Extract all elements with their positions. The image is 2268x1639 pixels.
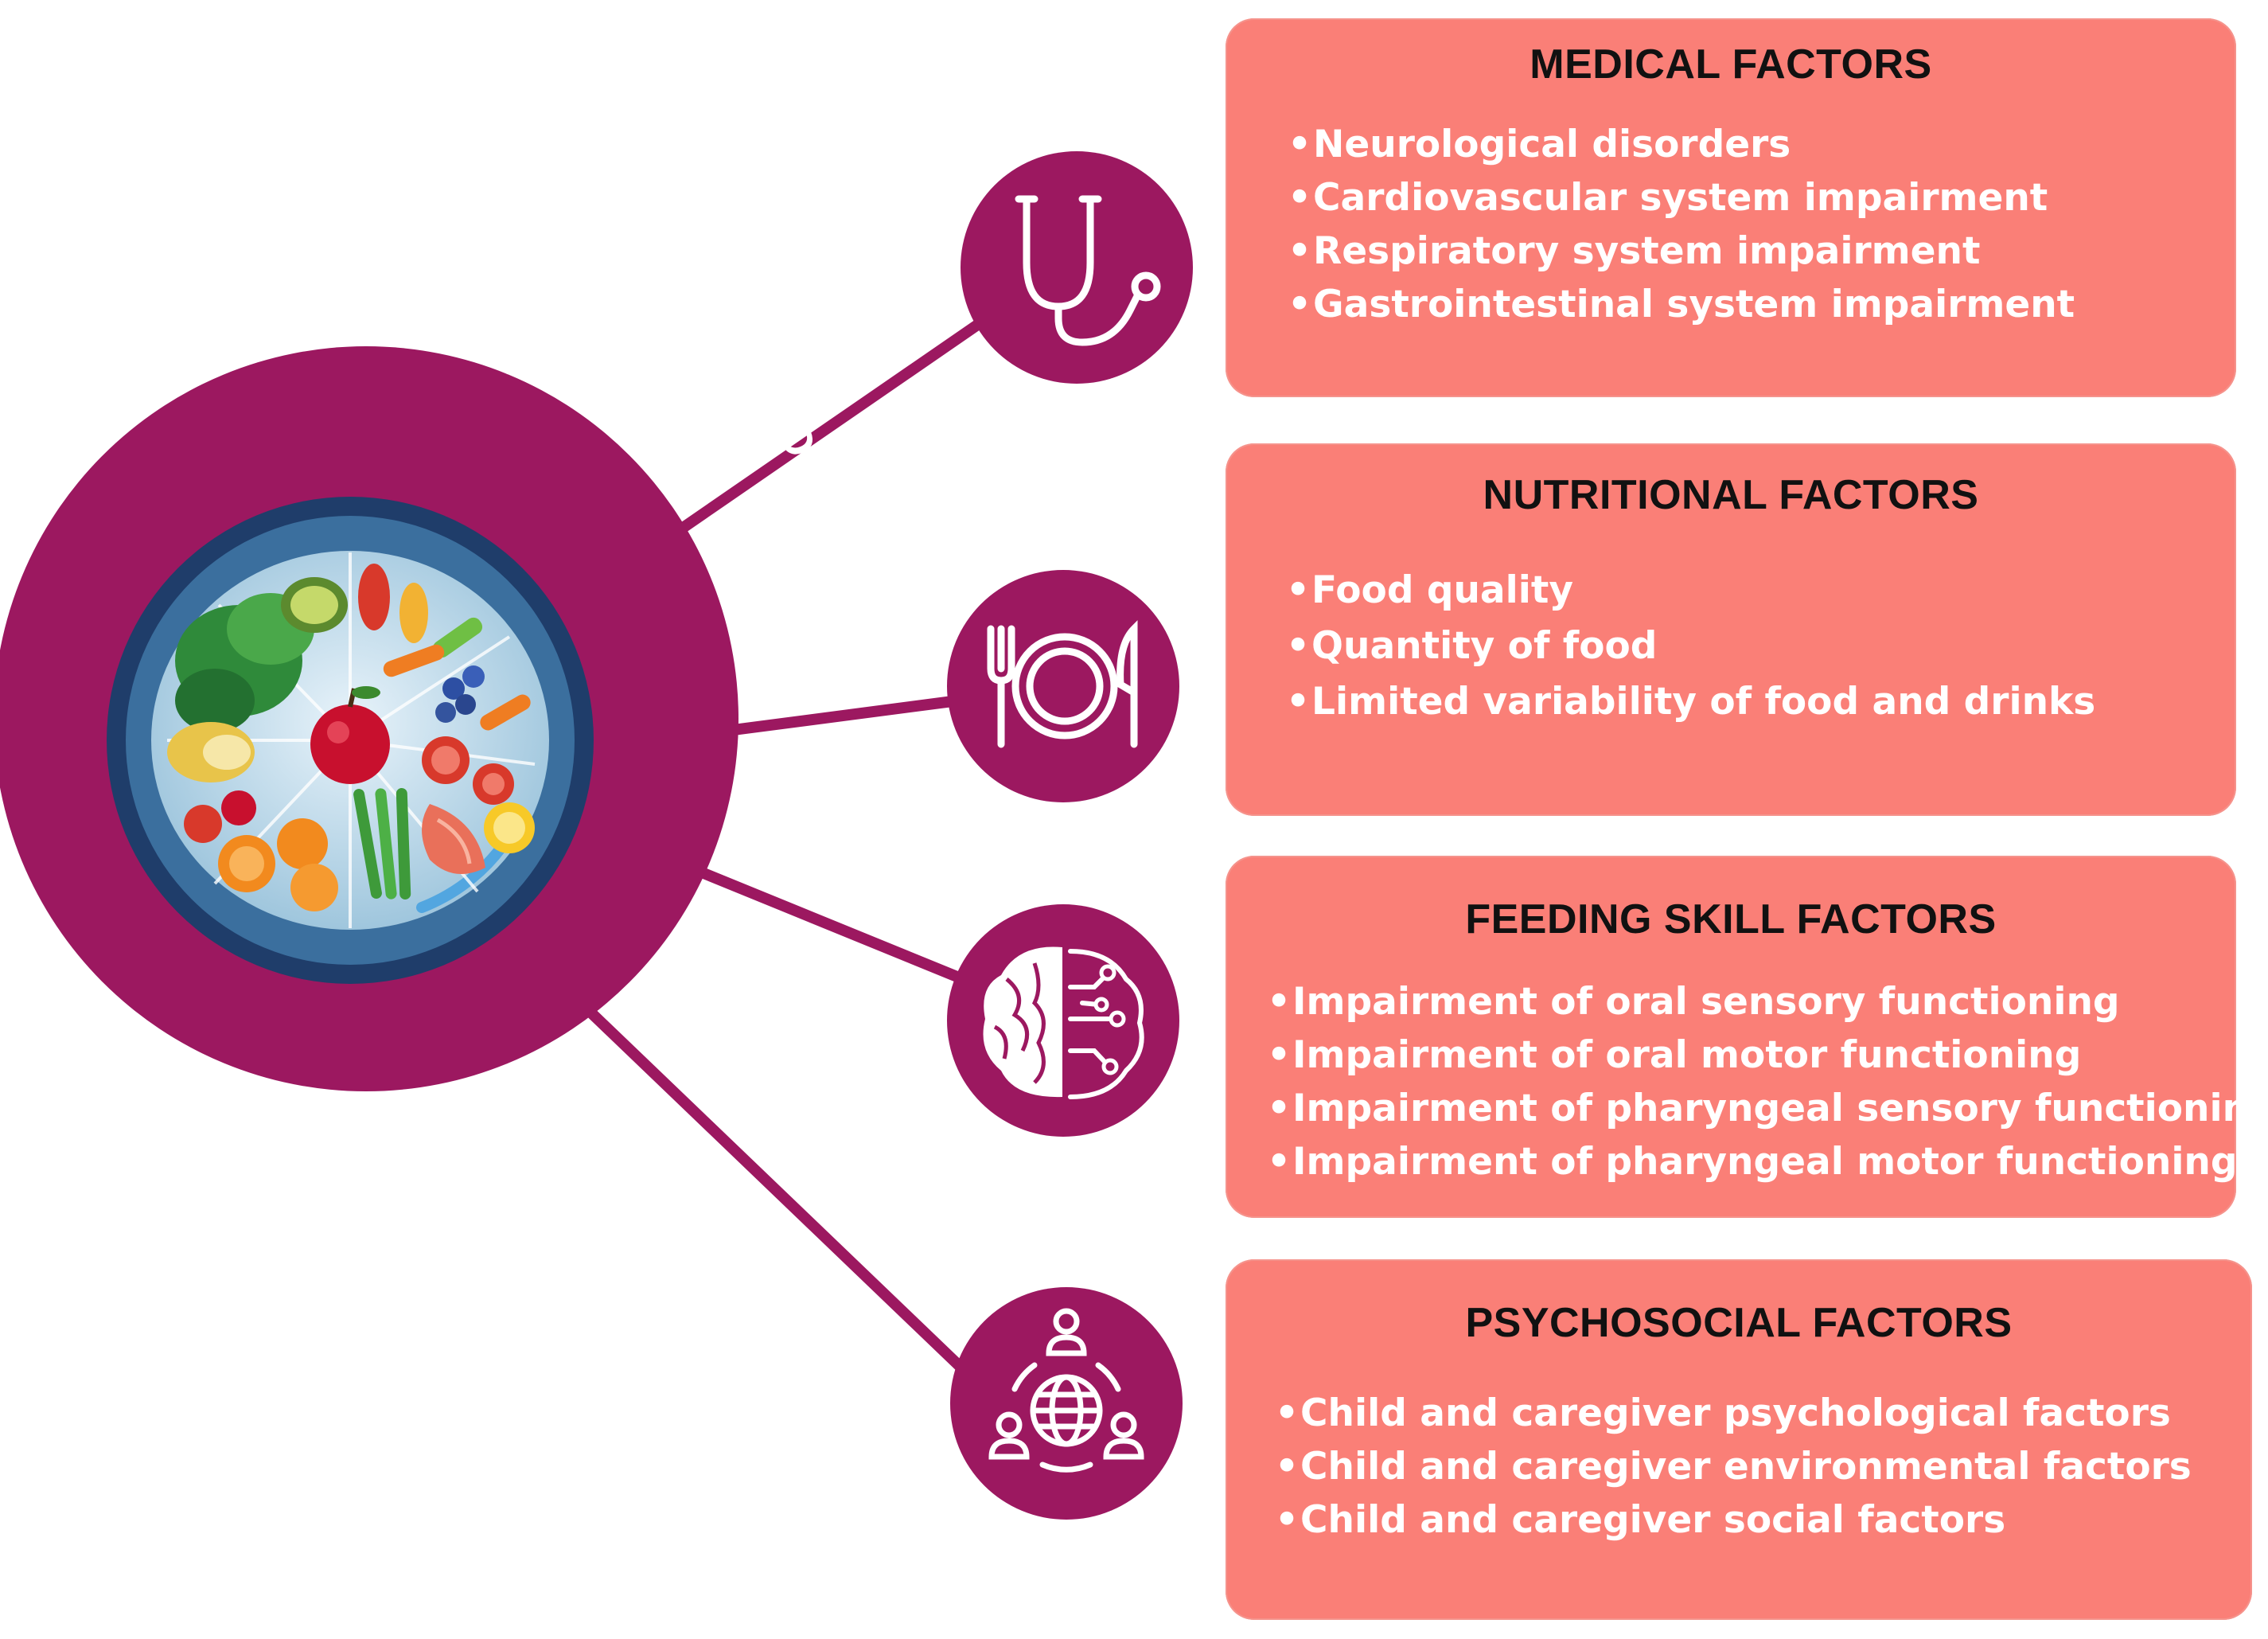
connector-psychosocial (575, 997, 972, 1379)
domain-item: Limited variability of food and drinks (1286, 674, 2095, 730)
domain-item: Child and caregiver social factors (1275, 1493, 2192, 1547)
domain-item-list: Food quality Quantity of food Limited va… (1286, 563, 2095, 730)
people-globe-icon (950, 1287, 1183, 1520)
domain-item: Food quality (1286, 563, 2095, 619)
domain-item: Gastrointestinal system impairment (1288, 278, 2075, 331)
domain-icons (947, 151, 1193, 1520)
domain-box-nutritional: NUTRITIONAL FACTORS Food quality Quantit… (1226, 443, 2236, 816)
domain-item-list: Neurological disorders Cardiovascular sy… (1288, 118, 2075, 331)
domain-item: Child and caregiver environmental factor… (1275, 1440, 2192, 1493)
domain-title: PSYCHOSOCIAL FACTORS (1465, 1300, 2013, 1346)
domain-box-medical: MEDICAL FACTORS Neurological disorders C… (1226, 18, 2236, 397)
domain-title: NUTRITIONAL FACTORS (1483, 472, 1979, 518)
connector-medical (623, 313, 992, 571)
domain-title: FEEDING SKILL FACTORS (1465, 896, 1997, 942)
domain-box-feeding-skill: FEEDING SKILL FACTORS Impairment of oral… (1226, 856, 2268, 1218)
connector-feeding-skill (675, 858, 968, 985)
domain-title: MEDICAL FACTORS (1530, 41, 1932, 88)
domain-item-list: Impairment of oral sensory functioning I… (1267, 975, 2268, 1188)
domain-item: Impairment of oral motor functioning (1267, 1028, 2268, 1082)
domain-item: Child and caregiver psychological factor… (1275, 1387, 2192, 1440)
domain-item: Neurological disorders (1288, 118, 2075, 171)
brain-circuit-icon (947, 904, 1179, 1137)
central-hub: DOMAINS INVOLVED IN PEDIATRIC FEEDING DI… (0, 117, 848, 1091)
stethoscope-icon (961, 151, 1193, 384)
domain-box-psychosocial: PSYCHOSOCIAL FACTORS Child and caregiver… (1226, 1259, 2252, 1620)
domain-item-list: Child and caregiver psychological factor… (1275, 1387, 2192, 1547)
plate-cutlery-icon (947, 570, 1179, 802)
food-plate-illustration (167, 552, 536, 928)
domain-item: Quantity of food (1286, 619, 2095, 674)
domain-item: Impairment of oral sensory functioning (1267, 975, 2268, 1028)
domain-item: Impairment of pharyngeal motor functioni… (1267, 1135, 2268, 1188)
domain-item: Impairment of pharyngeal sensory functio… (1267, 1082, 2268, 1135)
domain-item: Cardiovascular system impairment (1288, 171, 2075, 224)
domain-item: Respiratory system impairment (1288, 224, 2075, 278)
